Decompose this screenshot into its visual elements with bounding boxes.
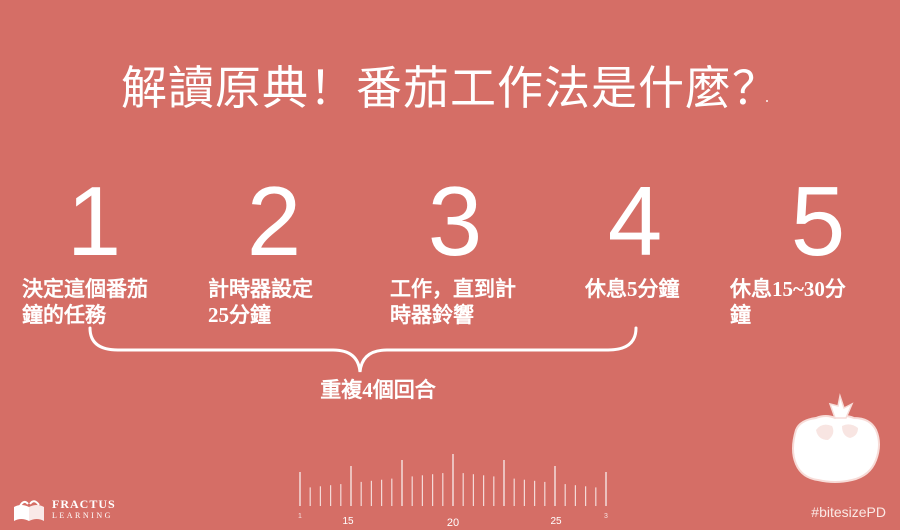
book-logo-icon (14, 500, 44, 521)
slide-title: 解讀原典！番茄工作法是什麼？ (121, 62, 779, 114)
decorative-dot (766, 100, 768, 102)
step-text: 工作，直到計 時器鈴響 (390, 277, 516, 327)
step-1: 1 決定這個番茄 鐘的任務 (22, 172, 212, 328)
step-3: 3 工作，直到計 時器鈴響 (390, 172, 580, 328)
step-number: 5 (790, 166, 846, 276)
ruler-label: 15 (342, 516, 354, 527)
brand-name: FRACTUS (52, 497, 116, 511)
ruler-label: 3 (604, 513, 608, 520)
step-number: 3 (427, 166, 483, 276)
step-4: 4 休息5分鐘 (585, 172, 775, 302)
ruler-label: 25 (550, 516, 562, 527)
step-2: 2 計時器設定 25分鐘 (208, 172, 398, 328)
step-text: 休息5分鐘 (585, 277, 680, 301)
step-number: 1 (66, 166, 122, 276)
curly-brace-icon (88, 326, 638, 373)
hashtag: #bitesizePD (811, 504, 886, 520)
tomato-icon (792, 393, 880, 483)
ruler-label: 1 (298, 513, 302, 520)
step-5: 5 休息15~30分 鐘 (730, 172, 900, 328)
repeat-label: 重複4個回合 (320, 378, 436, 402)
step-number: 4 (607, 166, 663, 276)
brand-subtitle: LEARNING (52, 511, 113, 520)
brand-logo: FRACTUS LEARNING (12, 496, 116, 524)
ruler-label: 20 (447, 517, 459, 529)
step-text: 休息15~30分 鐘 (730, 277, 846, 327)
timer-ruler: 1 15 20 25 3 (298, 454, 608, 529)
step-text: 決定這個番茄 鐘的任務 (22, 277, 148, 327)
step-number: 2 (246, 166, 302, 276)
step-text: 計時器設定 25分鐘 (208, 277, 313, 327)
